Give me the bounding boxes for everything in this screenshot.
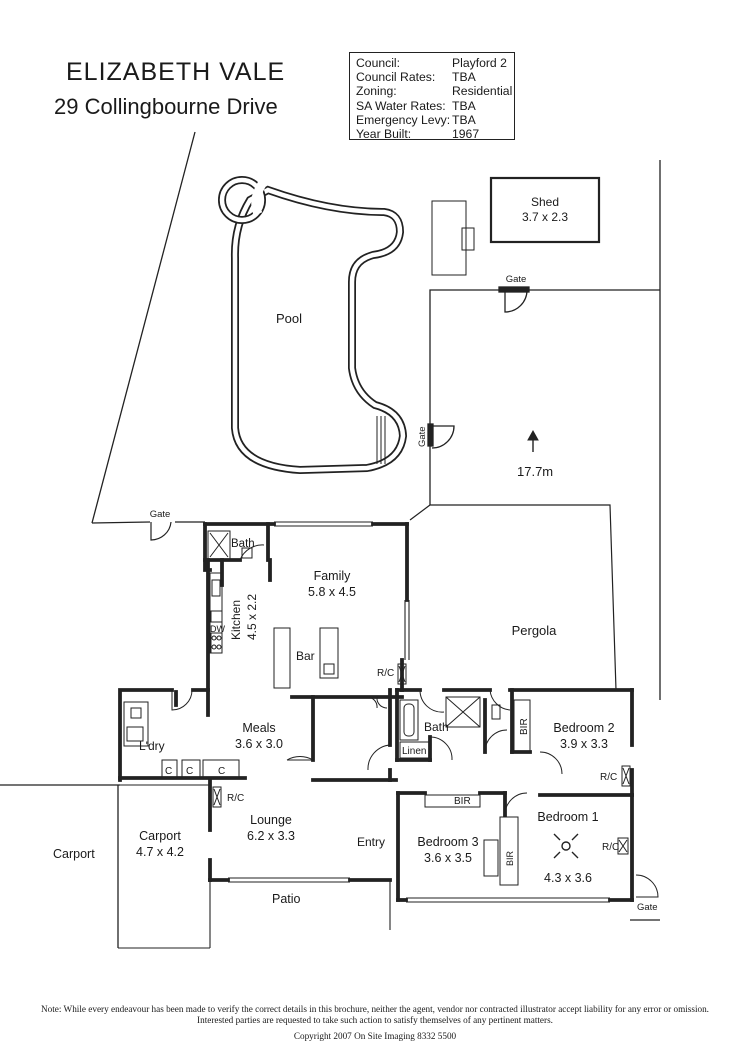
side-fence <box>91 521 205 541</box>
bir-label-bed1: BIR <box>505 850 515 866</box>
toilet-icon <box>241 547 253 559</box>
boundary-lines <box>0 131 661 948</box>
cupboard-label-2: C <box>186 766 193 777</box>
windows <box>118 521 610 949</box>
meals-size: 3.6 x 3.0 <box>235 737 283 751</box>
gate-label-east: Gate <box>637 902 658 913</box>
info-label: SA Water Rates: <box>356 98 446 113</box>
bedroom3-label: Bedroom 3 <box>417 835 478 849</box>
pool-label: Pool <box>276 311 302 326</box>
fixtures <box>123 530 631 886</box>
meals-label: Meals <box>242 721 275 735</box>
house-walls <box>118 522 634 902</box>
rc-label-family: R/C <box>377 668 394 679</box>
patio-label: Patio <box>272 892 301 906</box>
bir-label-bed2: BIR <box>519 718 530 735</box>
property-address: 29 Collingbourne Drive <box>54 94 278 119</box>
door-swings <box>171 544 659 898</box>
linen-label: Linen <box>402 746 426 757</box>
bir-label-bed3: BIR <box>454 796 471 807</box>
kitchen-label: Kitchen <box>229 600 243 640</box>
property-title: ELIZABETH VALE <box>66 58 286 86</box>
rc-label-lounge: R/C <box>227 793 244 804</box>
laundry-label: L'dry <box>139 739 165 753</box>
entry-label: Entry <box>357 835 385 849</box>
info-label: Year Built: <box>356 126 412 141</box>
shed <box>431 176 601 276</box>
info-row-emergency-levy: Emergency Levy:TBA <box>356 113 514 127</box>
bath-label-south: Bath <box>424 720 449 734</box>
yard-fence <box>427 286 660 505</box>
yard-dimension: 17.7m <box>517 464 553 479</box>
info-label: Council Rates: <box>356 70 436 85</box>
lounge-size: 6.2 x 3.3 <box>247 829 295 843</box>
bath-label-north: Bath <box>231 538 255 550</box>
info-row-year-built: Year Built: 1967 <box>356 127 514 141</box>
rc-label-bed2: R/C <box>600 772 617 783</box>
shed-label: Shed <box>531 195 559 209</box>
bedroom2-size: 3.9 x 3.3 <box>560 737 608 751</box>
gate-label-west: Gate <box>150 509 171 520</box>
info-value: 1967 <box>452 126 480 141</box>
info-label: Council: <box>356 56 401 70</box>
pool <box>218 176 408 475</box>
family-label: Family <box>314 569 352 583</box>
cupboard-label-1: C <box>165 766 172 777</box>
cupboard-label-3: C <box>218 766 225 777</box>
north-arrow <box>527 429 539 452</box>
bedroom1-size: 4.3 x 3.6 <box>544 871 592 885</box>
pergola-label: Pergola <box>512 623 558 638</box>
pergola <box>409 504 617 691</box>
carport-size: 4.7 x 4.2 <box>136 845 184 859</box>
lounge-label: Lounge <box>250 813 292 827</box>
info-value: TBA <box>452 70 476 85</box>
bedroom1-label: Bedroom 1 <box>537 810 598 824</box>
dw-label: DW <box>210 624 225 634</box>
carport-label: Carport <box>139 829 181 843</box>
gate-label-top: Gate <box>506 274 527 285</box>
info-value: TBA <box>452 112 476 127</box>
disclaimer-line1: Note: While every endeavour has been mad… <box>41 1004 709 1014</box>
info-label: Emergency Levy: <box>356 112 451 127</box>
copyright: Copyright 2007 On Site Imaging 8332 5500 <box>293 1031 457 1041</box>
carport-left-label: Carport <box>53 847 95 861</box>
disclaimer-line2: Interested parties are requested to take… <box>197 1015 553 1025</box>
property-info-box: Council: Playford 2 Council Rates: TBA Zon… <box>349 52 515 141</box>
floor-plan: Pool Shed 3.7 x 2.3 Gate Gate 17.7m Gate… <box>0 131 661 949</box>
family-size: 5.8 x 4.5 <box>308 585 356 599</box>
info-value: Residential <box>452 84 513 99</box>
info-label: Zoning: <box>356 84 397 99</box>
info-row-water-rates: SA Water Rates: TBA <box>356 99 514 113</box>
rc-label-bed1: R/C <box>602 842 619 853</box>
info-row-council-rates: Council Rates: TBA <box>356 70 514 84</box>
info-row-council: Council: Playford 2 <box>356 56 514 70</box>
bedroom3-size: 3.6 x 3.5 <box>424 851 472 865</box>
bar-label: Bar <box>296 649 315 663</box>
info-row-zoning: Zoning: Residential <box>356 84 514 98</box>
shed-size: 3.7 x 2.3 <box>522 210 568 224</box>
ceiling-fan-icon <box>553 833 579 859</box>
info-value: Playford 2 <box>452 56 507 70</box>
kitchen-size: 4.5 x 2.2 <box>245 594 259 640</box>
bedroom2-label: Bedroom 2 <box>553 721 614 735</box>
gate-label-side: Gate <box>417 426 428 447</box>
info-value: TBA <box>452 98 476 113</box>
